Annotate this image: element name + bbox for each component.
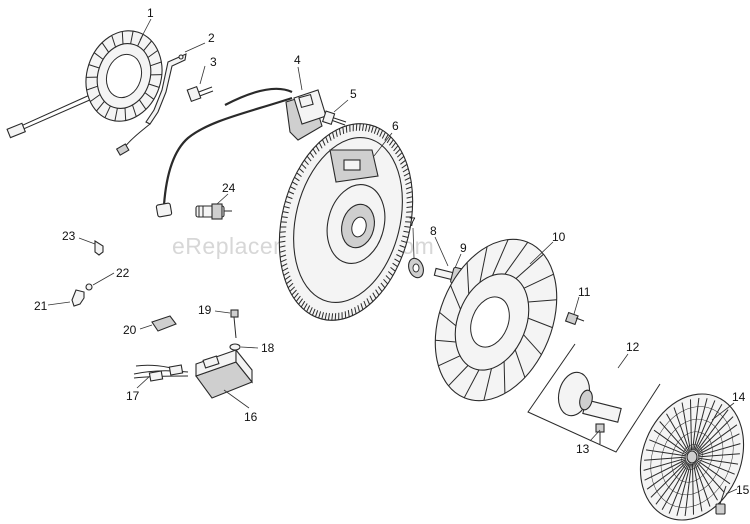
stator-fins — [86, 31, 162, 121]
part-washer-22 — [85, 283, 93, 291]
callout-14: 14 — [732, 390, 746, 404]
part-grass-screen — [639, 393, 745, 521]
callout-6: 6 — [392, 119, 399, 133]
part-bracket — [115, 53, 187, 156]
part-screw-5 — [321, 110, 347, 126]
callout-2: 2 — [208, 31, 215, 45]
part-screw-3 — [186, 85, 214, 103]
part-screw-11 — [564, 311, 585, 326]
part-ignition-module — [155, 87, 327, 218]
callout-9: 9 — [460, 241, 467, 255]
callout-21: 21 — [34, 299, 48, 313]
part-bracket-21 — [71, 289, 85, 307]
callout-19: 19 — [198, 303, 212, 317]
fan-blades — [435, 239, 557, 401]
callout-8: 8 — [430, 224, 437, 238]
callout-12: 12 — [626, 340, 640, 354]
part-blower-fan — [434, 238, 558, 402]
part-clip-23 — [94, 240, 104, 256]
callout-7: 7 — [409, 215, 416, 229]
callout-1: 1 — [147, 6, 154, 20]
callout-18: 18 — [261, 341, 275, 355]
flywheel-ring-gear — [279, 123, 413, 321]
part-wiring-harness — [133, 364, 189, 382]
leader-lines — [47, 18, 738, 495]
callout-15: 15 — [736, 483, 750, 497]
part-adapter-hub — [527, 343, 661, 453]
callout-20: 20 — [123, 323, 137, 337]
part-spark-plug — [195, 203, 232, 220]
part-stator — [6, 30, 163, 139]
callout-10: 10 — [552, 230, 566, 244]
part-screw-15 — [715, 485, 727, 515]
screen-spokes — [643, 397, 741, 517]
callout-labels: 1 2 3 4 5 6 7 8 9 10 11 12 13 14 15 16 1… — [34, 6, 750, 497]
callout-23: 23 — [62, 229, 76, 243]
callout-24: 24 — [222, 181, 236, 195]
part-flywheel — [278, 123, 414, 321]
part-connector — [151, 315, 177, 332]
part-rectifier — [195, 348, 253, 399]
callout-3: 3 — [210, 55, 217, 69]
callout-11: 11 — [578, 285, 591, 299]
part-washer-7 — [408, 257, 424, 279]
part-bolt-19 — [230, 309, 239, 339]
callout-16: 16 — [244, 410, 258, 424]
callout-17: 17 — [126, 389, 140, 403]
callout-5: 5 — [350, 87, 357, 101]
callout-4: 4 — [294, 53, 301, 67]
part-washer-18 — [229, 343, 241, 351]
callout-22: 22 — [116, 266, 130, 280]
callout-13: 13 — [576, 442, 590, 456]
